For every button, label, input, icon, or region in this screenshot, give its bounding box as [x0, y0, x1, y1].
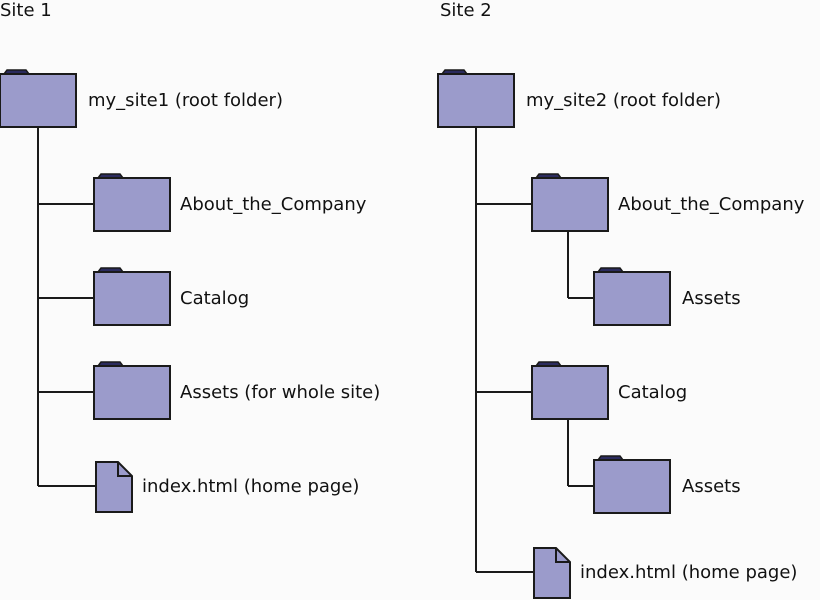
site2-connectors	[475, 126, 594, 573]
site1-catalog-label: Catalog	[180, 288, 250, 309]
site2-about-label: About_the_Company	[618, 194, 805, 215]
site1-title: Site 1	[0, 0, 52, 21]
site1-connectors	[37, 126, 96, 487]
site2-root-folder-icon	[437, 69, 515, 128]
site1-index-label: index.html (home page)	[142, 476, 360, 497]
site1-about-label: About_the_Company	[180, 194, 367, 215]
site2-catalog-label: Catalog	[618, 382, 688, 403]
site2-about-assets-folder-icon	[593, 267, 671, 326]
site1-assets-label: Assets (for whole site)	[180, 382, 381, 403]
site2-about-assets-label: Assets	[682, 288, 741, 309]
site1-catalog-folder-icon	[93, 267, 171, 326]
site2-index-label: index.html (home page)	[580, 562, 798, 583]
site2-about-folder-icon	[531, 173, 609, 232]
site1-index-file-icon	[95, 461, 133, 513]
site2-root-label: my_site2 (root folder)	[526, 90, 721, 111]
site2-catalog-assets-label: Assets	[682, 476, 741, 497]
site1-about-folder-icon	[93, 173, 171, 232]
site2-title: Site 2	[440, 0, 492, 21]
site1-root-label: my_site1 (root folder)	[88, 90, 283, 111]
site1-assets-folder-icon	[93, 361, 171, 420]
site2-index-file-icon	[533, 547, 571, 599]
site2-catalog-assets-folder-icon	[593, 455, 671, 514]
site2-catalog-folder-icon	[531, 361, 609, 420]
site1-root-folder-icon	[0, 69, 77, 128]
